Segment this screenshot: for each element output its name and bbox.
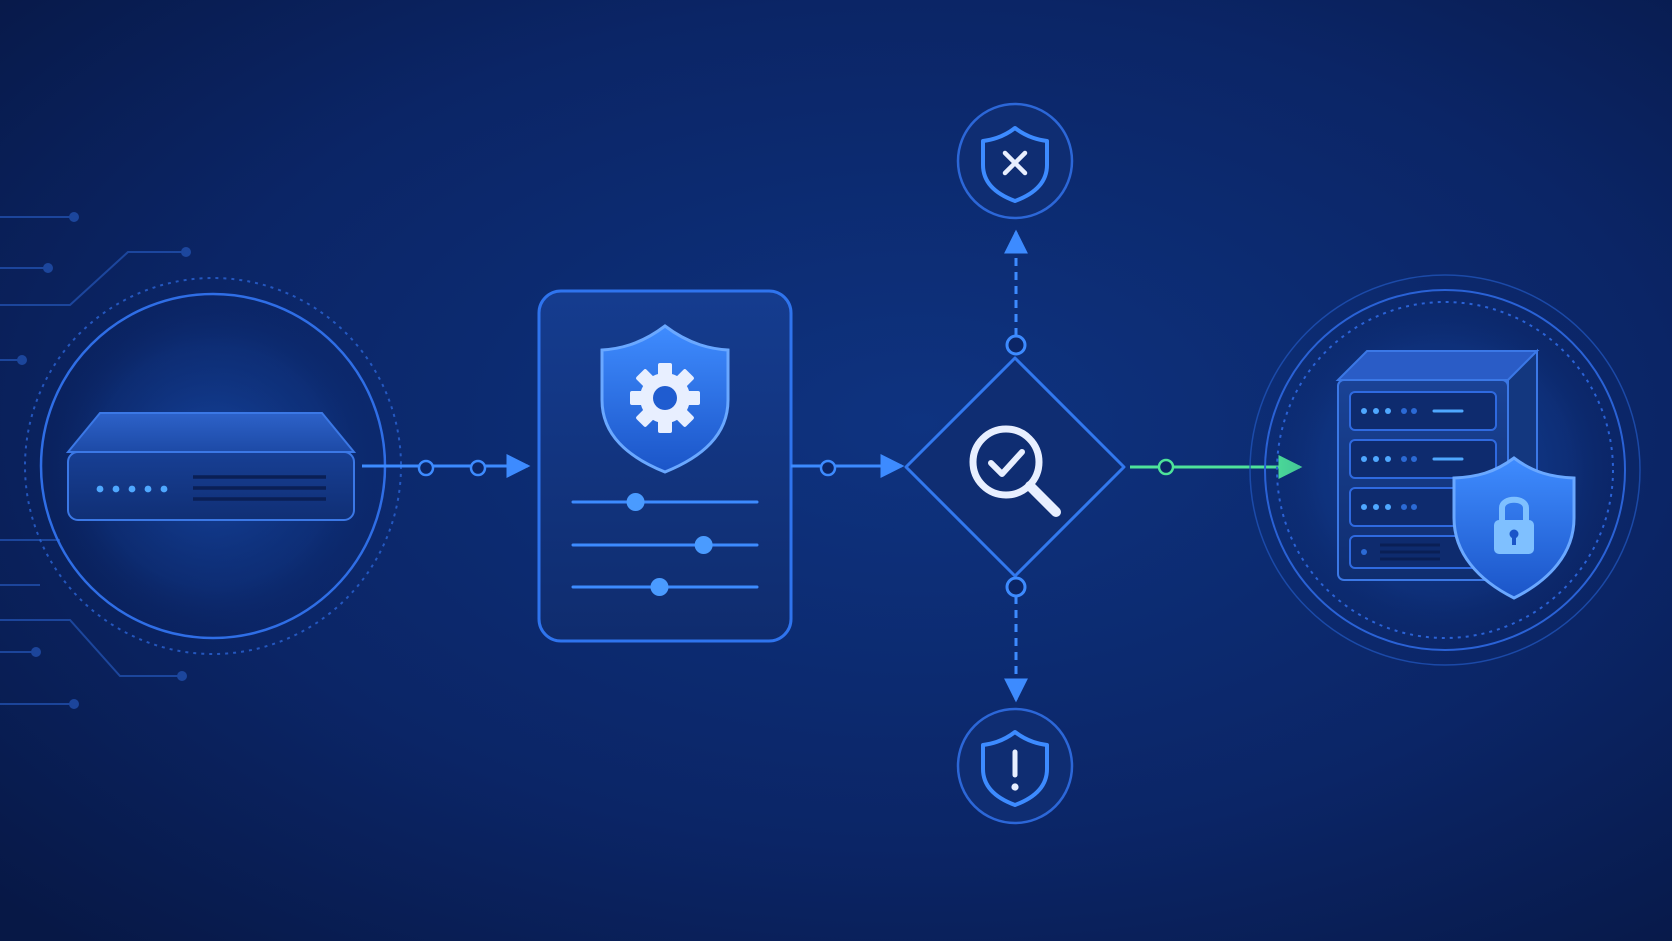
blocked-outcome-node — [956, 102, 1074, 220]
slider-1-knob — [626, 493, 645, 511]
flow-router-to-panel — [362, 454, 531, 478]
router-icon — [65, 412, 357, 521]
magnifier-check-icon — [969, 425, 1061, 517]
alert-outcome-node — [956, 707, 1074, 825]
flow-panel-to-decision — [791, 454, 905, 478]
network-device-node — [24, 277, 402, 655]
protected-server-node — [1249, 274, 1641, 666]
shield-lock-icon — [1452, 456, 1576, 600]
policy-config-panel — [537, 289, 793, 643]
flow-decision-to-alert — [1004, 576, 1028, 703]
shield-x-icon — [981, 126, 1049, 203]
slider-2-knob — [694, 536, 713, 554]
slider-3-knob — [650, 578, 669, 596]
inspection-decision-node — [904, 356, 1126, 578]
policy-sliders — [571, 493, 759, 596]
server-unit-2 — [1349, 439, 1497, 479]
shield-exclamation-icon — [981, 730, 1049, 807]
circuit-traces — [0, 212, 191, 709]
server-unit-1 — [1349, 391, 1497, 431]
shield-gear-icon — [600, 324, 730, 474]
flow-decision-to-blocked — [1004, 229, 1028, 356]
